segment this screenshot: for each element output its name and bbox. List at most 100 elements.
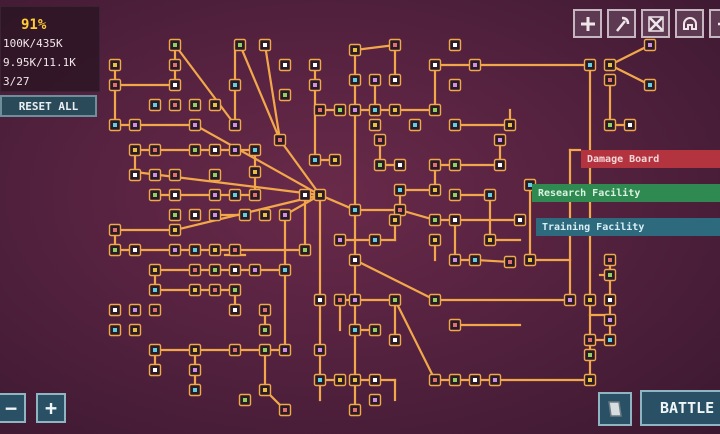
skill-node[interactable] [428,233,442,247]
skill-node[interactable] [448,158,462,172]
skill-node[interactable] [488,373,502,387]
skill-node[interactable] [368,103,382,117]
skill-node[interactable] [168,98,182,112]
skill-node[interactable] [603,333,617,347]
skill-node[interactable] [393,183,407,197]
skill-node[interactable] [228,343,242,357]
skill-node[interactable] [168,188,182,202]
skill-node[interactable] [603,253,617,267]
skill-node[interactable] [348,373,362,387]
skill-node[interactable] [603,293,617,307]
skill-node[interactable] [483,188,497,202]
skill-node[interactable] [388,293,402,307]
skill-node[interactable] [168,223,182,237]
skill-node[interactable] [258,343,272,357]
skill-node[interactable] [168,78,182,92]
skill-node[interactable] [493,158,507,172]
training-facility-panel[interactable]: Training Facility [536,218,720,236]
skill-node[interactable] [128,168,142,182]
skill-node[interactable] [168,208,182,222]
crossed-tools-button[interactable] [641,9,670,38]
skill-node[interactable] [298,188,312,202]
skill-node[interactable] [128,118,142,132]
skill-node[interactable] [468,58,482,72]
skill-node[interactable] [128,143,142,157]
skill-node[interactable] [513,213,527,227]
skill-node[interactable] [168,58,182,72]
skill-node[interactable] [348,73,362,87]
skill-node[interactable] [258,323,272,337]
pickaxe-tool-button[interactable] [607,9,636,38]
skill-node[interactable] [313,188,327,202]
skill-node[interactable] [228,118,242,132]
skill-node[interactable] [228,303,242,317]
skill-node[interactable] [603,73,617,87]
skill-node[interactable] [298,243,312,257]
skill-node[interactable] [168,168,182,182]
skill-node[interactable] [248,263,262,277]
skill-node[interactable] [333,373,347,387]
skill-node[interactable] [308,78,322,92]
skill-node[interactable] [208,168,222,182]
skill-node[interactable] [148,168,162,182]
skill-node[interactable] [388,333,402,347]
skill-node[interactable] [108,58,122,72]
skill-node[interactable] [208,243,222,257]
skill-node[interactable] [313,343,327,357]
skill-node[interactable] [348,403,362,417]
skill-node[interactable] [348,323,362,337]
skill-node[interactable] [248,165,262,179]
skill-node[interactable] [258,303,272,317]
skill-node[interactable] [233,38,247,52]
skill-node[interactable] [148,363,162,377]
skill-node[interactable] [238,393,252,407]
battle-button[interactable]: BATTLE [640,390,720,426]
skill-node[interactable] [188,263,202,277]
skill-node[interactable] [428,183,442,197]
skill-node[interactable] [128,243,142,257]
skill-node[interactable] [228,188,242,202]
skill-node[interactable] [333,233,347,247]
zoom-out-button[interactable]: − [0,393,26,423]
skill-node[interactable] [208,188,222,202]
skill-node[interactable] [483,233,497,247]
skill-node[interactable] [428,158,442,172]
skill-node[interactable] [248,188,262,202]
skill-node[interactable] [428,293,442,307]
skill-node[interactable] [388,103,402,117]
skill-node[interactable] [258,38,272,52]
skill-node[interactable] [208,143,222,157]
skill-node[interactable] [188,363,202,377]
skill-node[interactable] [208,263,222,277]
reset-all-button[interactable]: RESET ALL [0,95,97,117]
skill-node[interactable] [623,118,637,132]
skill-node[interactable] [448,213,462,227]
skill-node[interactable] [583,348,597,362]
skill-node[interactable] [523,253,537,267]
skill-node[interactable] [278,263,292,277]
skill-node[interactable] [228,263,242,277]
add-tool-button[interactable] [573,9,602,38]
skill-node[interactable] [428,213,442,227]
skill-node[interactable] [148,283,162,297]
skill-node[interactable] [428,58,442,72]
skill-node[interactable] [108,118,122,132]
skill-node[interactable] [583,293,597,307]
skill-node[interactable] [348,253,362,267]
skill-node[interactable] [368,233,382,247]
skill-node[interactable] [448,253,462,267]
skill-node[interactable] [333,293,347,307]
skill-node[interactable] [643,38,657,52]
skill-node[interactable] [603,118,617,132]
skill-node[interactable] [388,38,402,52]
skill-node[interactable] [148,188,162,202]
skill-node[interactable] [258,383,272,397]
skill-node[interactable] [468,373,482,387]
skill-node[interactable] [273,133,287,147]
skill-node[interactable] [328,153,342,167]
skill-node[interactable] [108,303,122,317]
skill-node[interactable] [148,143,162,157]
skill-node[interactable] [208,98,222,112]
skill-node[interactable] [148,343,162,357]
skill-node[interactable] [448,373,462,387]
